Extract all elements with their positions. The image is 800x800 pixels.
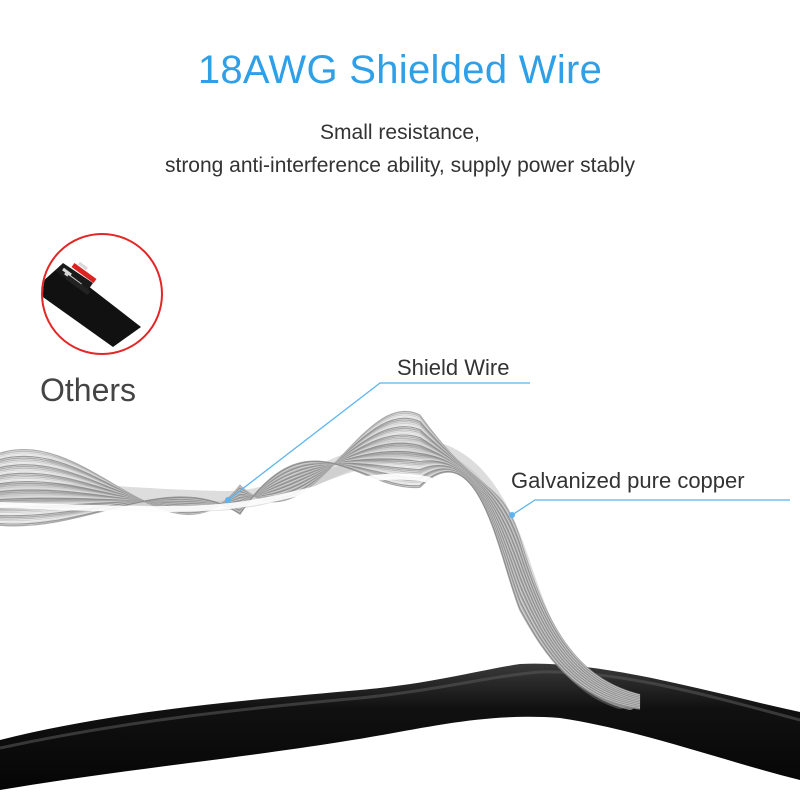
subtitle-line-1: Small resistance, [320,121,480,144]
callout-dot-shield [225,497,231,503]
shield-strand [0,414,641,696]
subtitle-line-2: strong anti-interference ability, supply… [164,154,635,177]
callout-line-shield [227,382,530,501]
page-subtitle: Small resistance, strong anti-interferen… [0,116,800,182]
callout-dot-copper [509,512,515,518]
shield-strand [0,411,641,696]
callout-label-copper: Galvanized pure copper [511,468,745,493]
inner-white-core [0,473,508,601]
page-title: 18AWG Shielded Wire [197,48,603,92]
shield-strand-lines [0,411,641,710]
others-cable-icon [43,261,141,347]
callout-line-copper [511,499,790,516]
others-cable-badge [41,233,163,355]
callout-label-shield: Shield Wire [397,355,510,380]
black-cable-highlight [0,670,800,750]
shield-strand [0,416,641,697]
others-label: Others [40,372,137,408]
shield-strand [0,460,641,710]
shield-strand [0,417,641,697]
shield-strand [0,412,641,696]
